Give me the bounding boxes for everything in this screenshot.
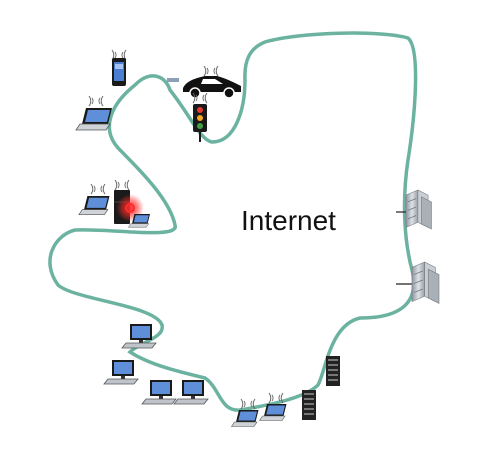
tower-server-icon [326, 356, 340, 386]
tower-server-icon [302, 390, 316, 420]
server-rack-icon [396, 261, 440, 304]
laptop-icon [75, 95, 113, 131]
desktop-computer-icon [121, 323, 157, 349]
laptop-icon [231, 398, 259, 427]
internet-label: Internet [241, 205, 336, 236]
laptop-icon [78, 183, 110, 216]
traffic-light-icon [192, 92, 208, 142]
desktop-computer-icon [103, 359, 139, 385]
smartphone-icon [111, 49, 127, 86]
server-rack-icon [396, 189, 432, 230]
desktop-computer-icon [173, 379, 209, 405]
car-icon [167, 65, 241, 99]
desktop-computer-icon [141, 379, 177, 405]
internet-cloud-outline [48, 31, 418, 412]
